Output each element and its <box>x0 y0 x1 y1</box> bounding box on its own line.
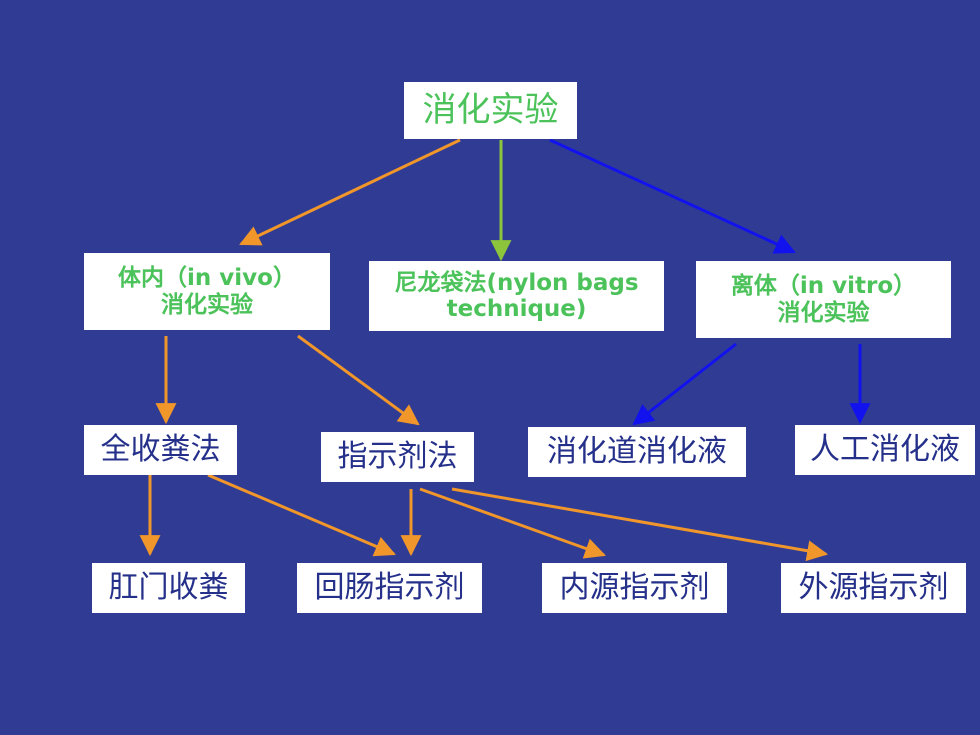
arrow-in-vitro-to-digestive-juice <box>632 342 737 426</box>
node-nylon-bags: 尼龙袋法(nylon bags technique) <box>369 261 664 331</box>
node-in-vitro-line1: 离体（in vitro） <box>730 273 917 300</box>
arrow-in-vivo-to-indicator <box>297 334 420 426</box>
node-total-collection-label: 全收粪法 <box>100 431 221 467</box>
node-internal-indicator: 内源指示剂 <box>542 563 727 613</box>
node-internal-indicator-label: 内源指示剂 <box>559 569 710 605</box>
arrow-indicator-to-external-indicator <box>451 487 829 562</box>
node-indicator: 指示剂法 <box>321 432 474 482</box>
node-nylon-bags-line1: 尼龙袋法(nylon bags <box>394 269 639 296</box>
node-anal-collection-label: 肛门收粪 <box>108 569 229 605</box>
arrow-total-collection-to-ileal-indicator <box>207 473 396 557</box>
node-in-vivo-line2: 消化实验 <box>161 291 253 318</box>
node-total-collection: 全收粪法 <box>84 425 237 475</box>
node-anal-collection: 肛门收粪 <box>92 563 245 613</box>
node-ileal-indicator: 回肠指示剂 <box>297 563 482 613</box>
node-in-vivo: 体内（in vivo） 消化实验 <box>84 253 330 330</box>
node-digestive-juice-label: 消化道消化液 <box>547 433 727 469</box>
node-in-vivo-line1: 体内（in vivo） <box>118 265 296 292</box>
arrow-indicator-to-internal-indicator <box>419 487 606 559</box>
node-indicator-label: 指示剂法 <box>337 438 458 474</box>
node-root-label: 消化实验 <box>422 89 559 130</box>
node-ileal-indicator-label: 回肠指示剂 <box>314 569 465 605</box>
node-artificial-juice: 人工消化液 <box>795 425 975 475</box>
node-nylon-bags-line2: technique) <box>446 296 587 322</box>
node-artificial-juice-label: 人工消化液 <box>810 431 960 467</box>
arrow-root-to-in-vitro <box>549 138 796 254</box>
node-root: 消化实验 <box>404 82 577 139</box>
node-external-indicator: 外源指示剂 <box>781 563 966 613</box>
node-external-indicator-label: 外源指示剂 <box>798 569 949 605</box>
node-in-vitro-line2: 消化实验 <box>777 299 870 326</box>
node-in-vitro: 离体（in vitro） 消化实验 <box>696 261 951 338</box>
node-digestive-juice: 消化道消化液 <box>528 427 746 477</box>
arrow-root-to-in-vivo <box>239 138 461 246</box>
